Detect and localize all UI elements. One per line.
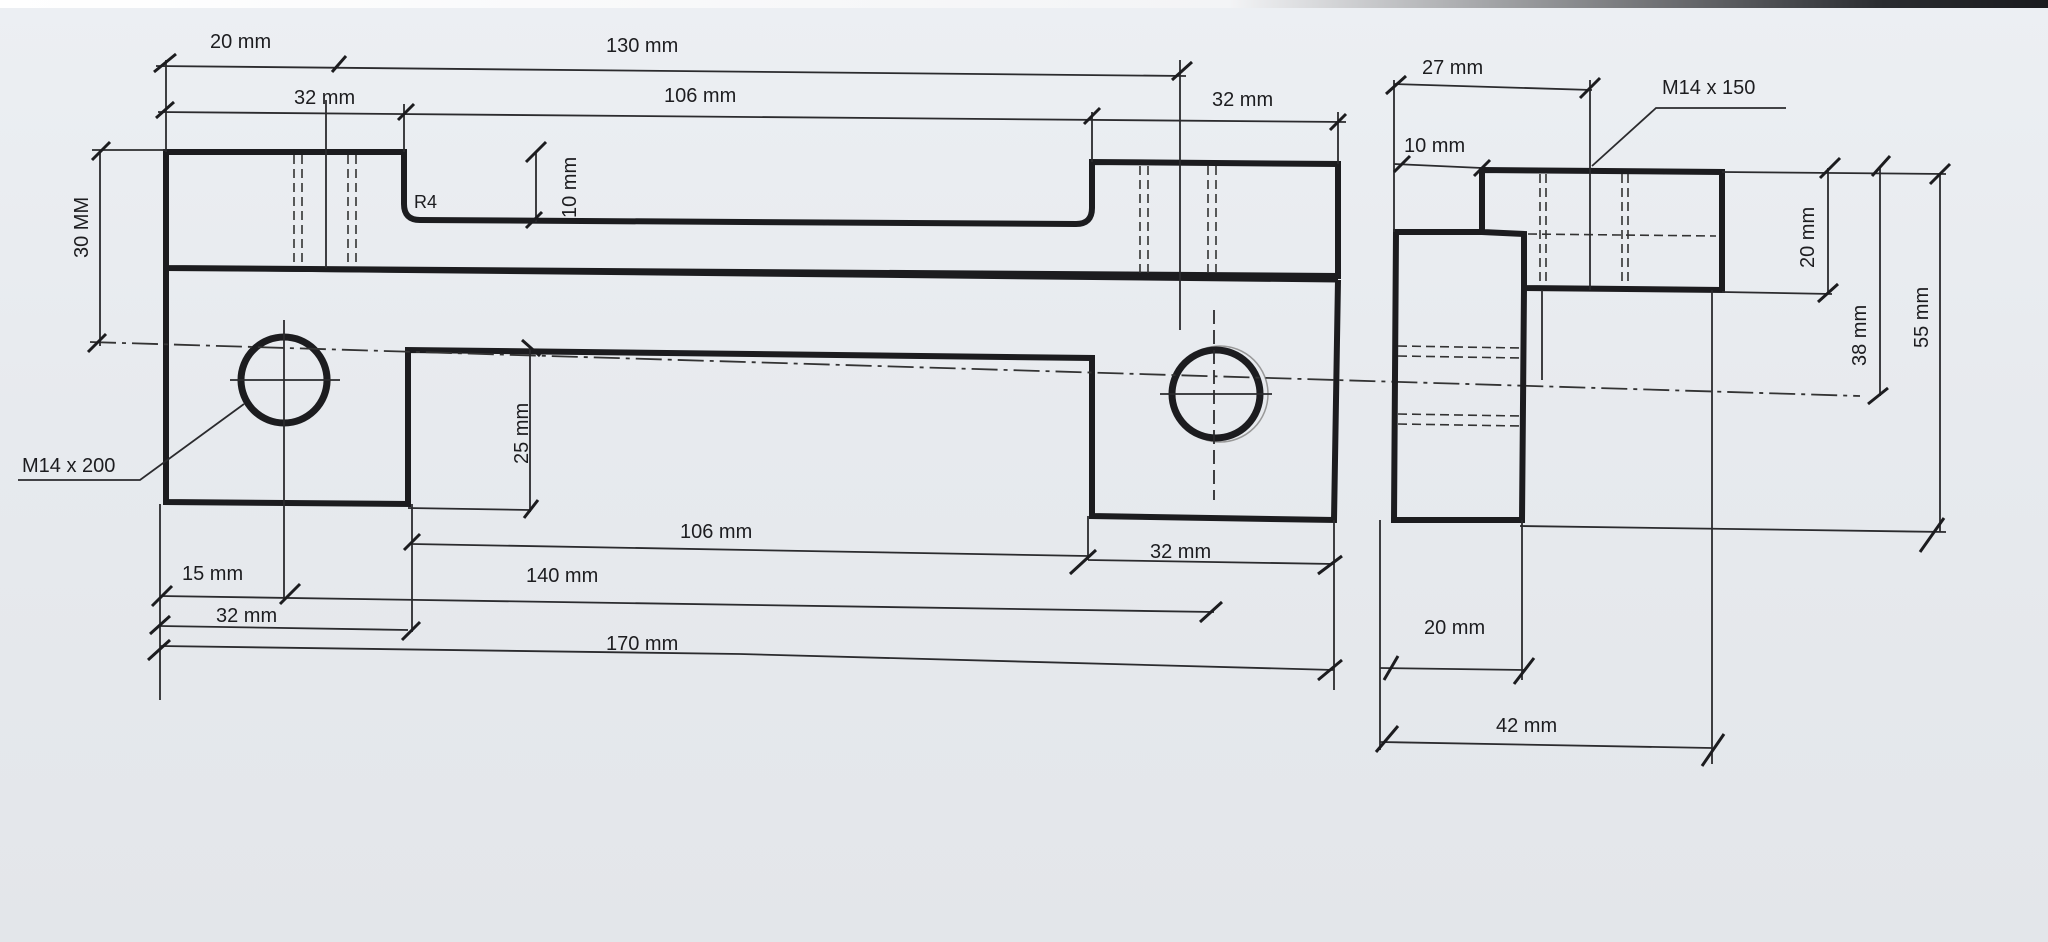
dim-line-170-a [159, 645, 741, 655]
dim-tick [330, 55, 348, 73]
dim-tick [1382, 655, 1400, 681]
dim-tick [1374, 725, 1400, 753]
front-view: 20 mm 130 mm 32 mm 106 mm 32 mm 30 MM R4… [18, 31, 1861, 700]
label-130mm: 130 mm [606, 35, 678, 57]
label-170mm: 170 mm [606, 633, 678, 655]
dim-tick [1392, 154, 1412, 174]
dim-tick [1870, 154, 1892, 178]
label-106mm-bottom: 106 mm [680, 521, 752, 543]
dim-tick [1578, 76, 1602, 100]
label-38mm: 38 mm [1849, 305, 1871, 366]
dim-tick [1317, 658, 1343, 682]
dim-tick [1816, 282, 1840, 304]
dim-tick [1328, 112, 1348, 132]
dim-line-140 [159, 595, 1215, 613]
hole-right [1160, 310, 1272, 500]
dim-line-170-b [739, 653, 1335, 671]
dim-tick [1384, 74, 1408, 96]
side-top-part-outline [1479, 166, 1725, 294]
label-32mm-bottom-left: 32 mm [216, 605, 277, 627]
hidden-line [1527, 233, 1717, 237]
hole-left [230, 320, 340, 600]
dim-tick [402, 532, 422, 552]
dim-line-130 [155, 65, 1187, 77]
dim-tick [1918, 517, 1946, 553]
dim-tick [1867, 386, 1889, 406]
dim-tick [155, 100, 175, 120]
extension-line [407, 507, 531, 511]
dim-line-10 [1393, 163, 1483, 169]
dim-line-106-bottom [411, 543, 1089, 557]
label-42mm: 42 mm [1496, 715, 1557, 737]
dim-tick [400, 620, 422, 642]
hidden-line [1397, 413, 1521, 417]
label-10mm-side: 10 mm [1404, 135, 1465, 157]
hidden-line [1397, 355, 1521, 359]
label-20mm-bottom: 20 mm [1424, 617, 1485, 639]
dim-tick [1068, 548, 1098, 576]
dim-tick [1512, 657, 1536, 685]
dim-tick [1472, 158, 1492, 178]
side-view: 27 mm M14 x 150 10 mm 20 mm 38 mm 55 mm … [1374, 57, 1952, 767]
label-15mm: 15 mm [182, 563, 243, 585]
dim-tick [148, 614, 172, 636]
dim-tick [86, 332, 108, 354]
dim-tick [150, 584, 174, 608]
label-55mm: 55 mm [1911, 287, 1933, 348]
extension-line [1721, 291, 1833, 295]
side-left-part-outline [1390, 170, 1527, 523]
dim-line-32-bottom-left [159, 625, 409, 631]
dim-tick [524, 140, 548, 164]
label-30mm-left: 30 MM [71, 197, 93, 258]
dim-tick [1198, 600, 1224, 624]
label-m14x200: M14 x 200 [22, 455, 115, 477]
label-m14x150: M14 x 150 [1662, 77, 1755, 99]
label-32mm-top-left: 32 mm [294, 87, 355, 109]
label-27mm: 27 mm [1422, 57, 1483, 79]
label-10mm-slot: 10 mm [559, 157, 581, 218]
dim-tick [396, 102, 416, 122]
dim-tick [1317, 554, 1343, 576]
dim-tick [153, 52, 177, 74]
dim-tick [1170, 60, 1194, 82]
label-140mm: 140 mm [526, 565, 598, 587]
dim-tick [1700, 733, 1726, 767]
top-edge-bar [0, 0, 2048, 8]
extension-line [1721, 171, 1947, 175]
dim-tick [521, 338, 541, 358]
label-32mm-bottom-right: 32 mm [1150, 541, 1211, 563]
leader-m14x200 [18, 403, 245, 481]
hidden-line [1397, 345, 1521, 349]
dim-tick [1928, 162, 1952, 186]
dim-tick [524, 210, 544, 230]
label-20mm-right: 20 mm [1797, 207, 1819, 268]
front-bottom-part-outline [163, 268, 1341, 524]
label-25mm: 25 mm [511, 403, 533, 464]
dim-tick [1818, 156, 1842, 180]
dim-line-42 [1379, 741, 1713, 749]
dim-tick [90, 140, 112, 162]
dim-line-27 [1393, 83, 1593, 91]
label-r4: R4 [414, 192, 437, 212]
dim-line-32-bottom-right [1087, 559, 1335, 565]
dim-tick [1082, 106, 1102, 126]
extension-line [1519, 525, 1947, 533]
dim-tick [278, 582, 302, 606]
main-center-line [89, 341, 1861, 397]
leader-m14x150 [1591, 107, 1786, 167]
dim-tick [146, 638, 172, 662]
label-32mm-top-right: 32 mm [1212, 89, 1273, 111]
dim-line-20-bottom [1379, 667, 1527, 671]
label-20mm-top: 20 mm [210, 31, 271, 53]
dim-tick [522, 499, 540, 519]
front-top-part-outline [163, 149, 1341, 280]
hidden-line [1397, 423, 1521, 427]
label-106mm-top: 106 mm [664, 85, 736, 107]
dim-line-106-top [157, 111, 1347, 123]
front-joint-line [165, 265, 1339, 283]
